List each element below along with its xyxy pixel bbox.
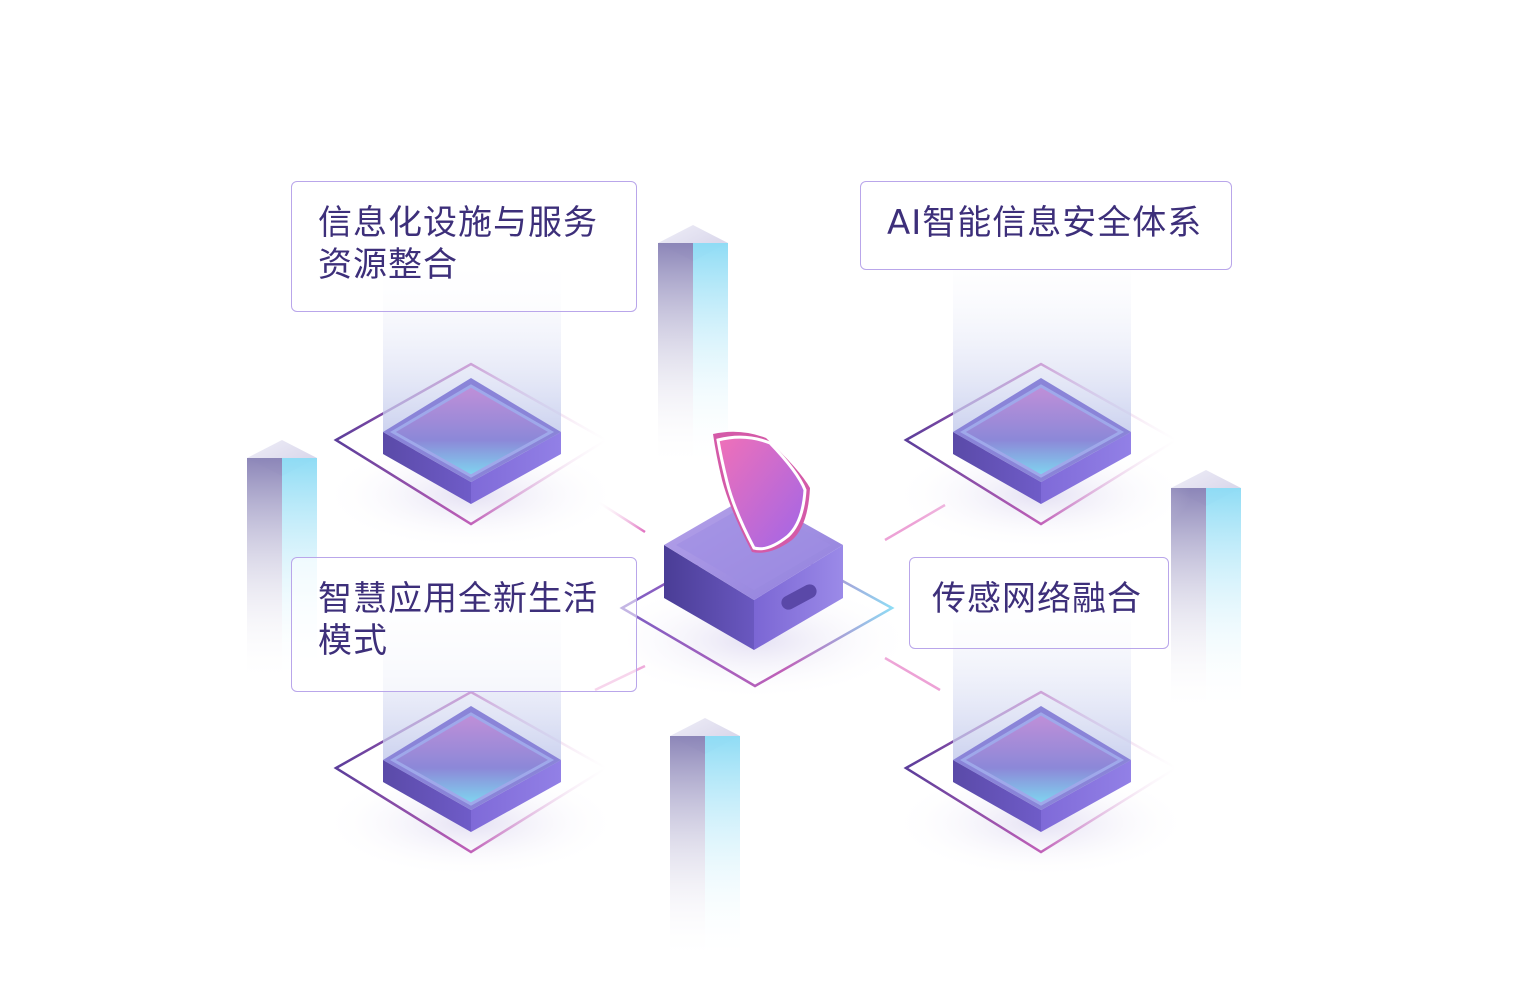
label-text: 信息化设施与服务 — [318, 203, 598, 243]
platform-side-left — [953, 432, 1041, 504]
platform-side-left — [383, 760, 471, 832]
platform-top-inner — [959, 384, 1125, 478]
label-text: 资源整合 — [318, 245, 458, 285]
platform-top-inner — [389, 712, 555, 806]
platform-side-right — [471, 760, 561, 832]
pillar-icon — [670, 718, 740, 961]
shield-icon — [713, 431, 810, 553]
label-ai-security-system: AI智能信息安全体系 — [860, 181, 1232, 270]
platform-side-right — [1041, 760, 1131, 832]
platform-side-left — [383, 432, 471, 504]
platform-icon — [891, 240, 1191, 550]
label-infrastructure-integration: 信息化设施与服务 资源整合 — [291, 181, 637, 312]
platform-top-inner — [389, 384, 555, 478]
label-text: 传感网络融合 — [932, 579, 1142, 619]
pillar-icon — [1171, 470, 1241, 713]
pillar-icon — [658, 225, 728, 468]
label-text: AI智能信息安全体系 — [887, 203, 1203, 243]
label-sensor-network: 传感网络融合 — [909, 557, 1169, 649]
platform-top-inner — [959, 712, 1125, 806]
platform-side-right — [1041, 432, 1131, 504]
platform-side-left — [953, 760, 1041, 832]
central-server — [595, 431, 915, 700]
label-text: 智慧应用全新生活 — [318, 579, 598, 619]
label-text: 模式 — [318, 621, 388, 661]
label-smart-application: 智慧应用全新生活 模式 — [291, 557, 637, 692]
platform-side-right — [471, 432, 561, 504]
